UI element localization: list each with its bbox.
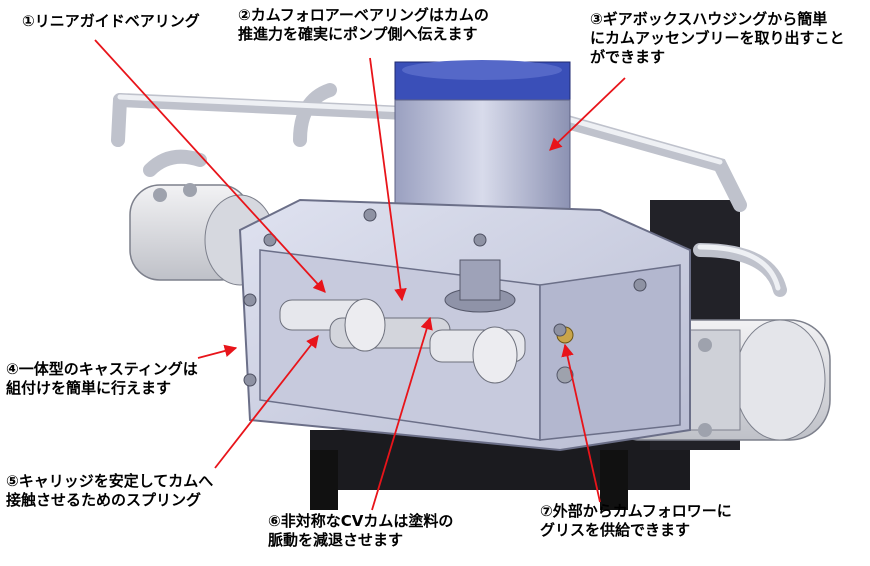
callout-1-linear-guide-bearing: ①リニアガイドベアリング (22, 12, 200, 30)
arrow-7 (561, 343, 601, 503)
callout-7-external-grease: ⑦外部からカムフォロワーに グリスを供給できます (540, 502, 732, 539)
arrow-1 (94, 39, 326, 293)
callout-2-cam-follower-bearing: ②カムフォロアーベアリングはカムの 推進力を確実にポンプ側へ伝えます (238, 6, 489, 43)
arrow-2 (369, 57, 407, 302)
housing-bolts (243, 208, 647, 387)
arrow-3 (549, 77, 626, 151)
callout-6-asymmetric-cv-cam: ⑥非対称なCVカムは塗料の 脈動を減退させます (268, 512, 454, 549)
arrow-6 (371, 316, 433, 511)
cam-assembly (279, 259, 574, 384)
callout-5-carriage-spring: ⑤キャリッジを安定してカムへ 接触させるためのスプリング (6, 472, 214, 509)
arrow-5 (214, 335, 319, 469)
callout-3-gearbox-housing: ③ギアボックスハウジングから簡単 にカムアッセンブリーを取り出すこと ができます (590, 10, 845, 66)
callout-arrows (94, 39, 626, 511)
arrow-4 (197, 344, 238, 359)
callout-4-integrated-casting: ④一体型のキャスティングは 組付けを簡単に行えます (6, 360, 198, 397)
